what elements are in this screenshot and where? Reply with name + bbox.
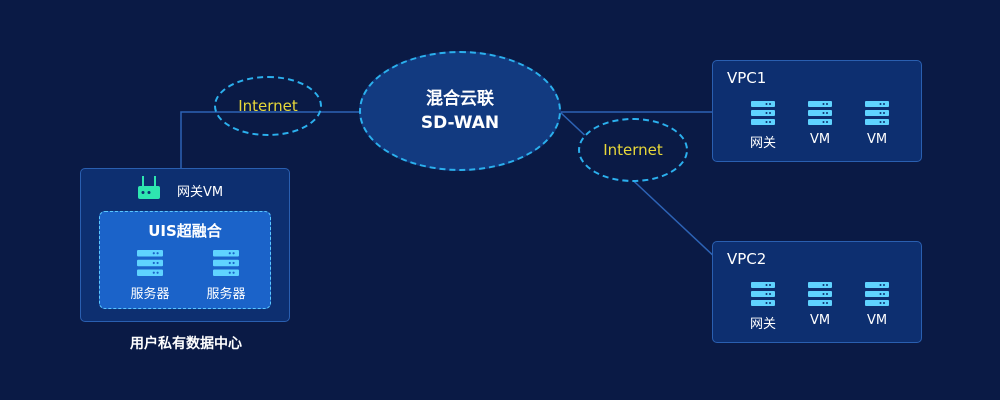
server-icon — [213, 250, 239, 276]
node-label: VM — [866, 313, 888, 328]
node-label: 网关 — [749, 317, 776, 332]
server-icon — [751, 101, 775, 125]
internet-label-left: Internet — [238, 97, 298, 115]
vpc1-node-vm: VM — [857, 101, 897, 147]
server-icon — [808, 282, 832, 306]
vpc2-title: VPC2 — [727, 250, 767, 268]
internet-label-right: Internet — [603, 141, 663, 159]
vpc1-node-gateway: 网关 — [743, 101, 783, 151]
uis-hyperconverged: UIS超融合 服务器 服务器 — [99, 211, 271, 309]
vpc1-box: VPC1 网关 VM VM — [712, 60, 922, 162]
uis-title: UIS超融合 — [148, 222, 222, 240]
server-label: 服务器 — [130, 287, 170, 302]
server-node: 服务器 — [202, 250, 250, 302]
server-icon — [865, 101, 889, 125]
vpc2-node-vm: VM — [800, 282, 840, 328]
internet-cloud-right: Internet — [578, 118, 688, 182]
core-title: 混合云联 — [426, 89, 494, 109]
core-subtitle: SD-WAN — [420, 113, 500, 133]
server-label: 服务器 — [206, 287, 246, 302]
server-icon — [865, 282, 889, 306]
node-label: VM — [866, 132, 888, 147]
gateway-router-icon — [138, 176, 160, 199]
vpc2-node-gateway: 网关 — [743, 282, 783, 332]
node-label: VM — [809, 132, 831, 147]
node-label: 网关 — [749, 136, 776, 151]
vpc1-title: VPC1 — [727, 69, 767, 87]
internet-cloud-left: Internet — [214, 76, 322, 136]
server-node: 服务器 — [126, 250, 174, 302]
vpc1-node-vm: VM — [800, 101, 840, 147]
server-icon — [808, 101, 832, 125]
vpc2-box: VPC2 网关 VM VM — [712, 241, 922, 343]
node-label: VM — [809, 313, 831, 328]
server-icon — [137, 250, 163, 276]
server-icon — [751, 282, 775, 306]
gateway-vm-label: 网关VM — [177, 185, 224, 200]
sdwan-core: 混合云联 SD-WAN — [359, 51, 561, 171]
datacenter-caption: 用户私有数据中心 — [130, 336, 242, 352]
vpc2-node-vm: VM — [857, 282, 897, 328]
private-datacenter: 网关VM UIS超融合 服务器 服务器 — [80, 168, 290, 322]
